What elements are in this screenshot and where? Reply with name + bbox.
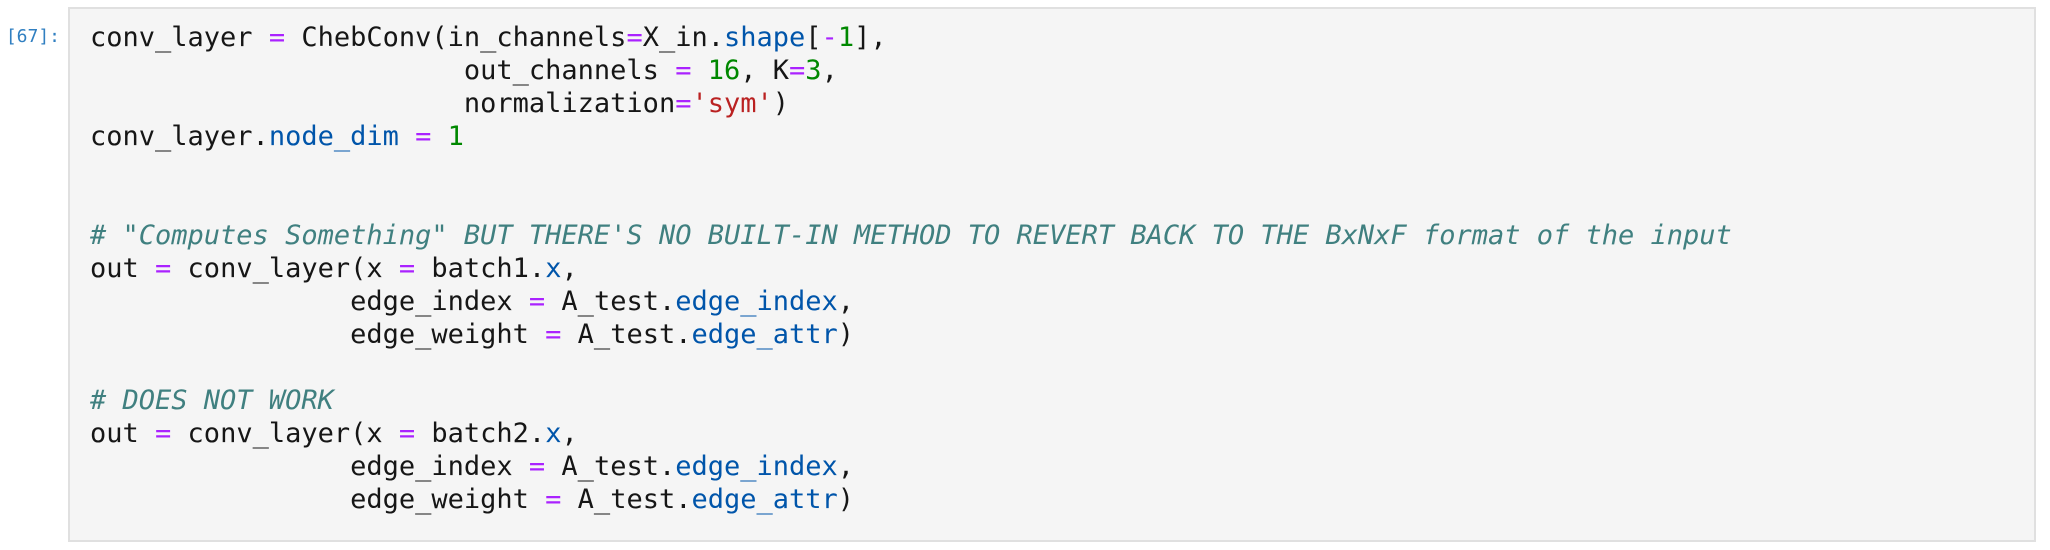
code-line: conv_layer = ChebConv(in_channels=X_in.s… [90,21,2024,54]
code-token: 1 [837,22,855,53]
code-line: edge_weight = A_test.edge_attr) [90,483,2024,516]
input-prompt[interactable]: [67]: [5,26,60,47]
code-token: shape [724,22,806,53]
code-token: A_test. [561,484,692,515]
code-token: 3 [805,55,822,86]
code-line [90,351,2024,384]
code-token: batch1. [415,253,546,284]
code-token: = [155,253,172,284]
code-token: x [545,418,562,449]
code-token: conv_layer(x [171,253,399,284]
code-token: , [837,451,855,482]
code-token: A_test. [545,286,676,317]
code-token: [ [805,22,822,53]
code-token: , [561,253,578,284]
code-token: = [528,451,546,482]
code-line: out = conv_layer(x = batch1.x, [90,252,2024,285]
code-editor[interactable]: conv_layer = ChebConv(in_channels=X_in.s… [68,7,2036,542]
code-token: = [675,55,692,86]
code-token: ChebConv(in_channels [285,22,627,53]
code-token: , K [740,55,790,86]
code-token: # DOES NOT WORK [90,385,334,416]
code-token: conv_layer [90,22,269,53]
code-token [691,55,707,86]
code-token: # "Computes Something" BUT THERE'S NO BU… [90,220,1732,251]
code-line [90,153,2024,186]
code-token: out [90,253,156,284]
code-token: , [821,55,838,86]
code-content: conv_layer = ChebConv(in_channels=X_in.s… [70,9,2034,516]
code-token: ) [837,319,855,350]
code-token: = [415,121,432,152]
code-token: - [821,22,838,53]
code-token: edge_weight [90,484,546,515]
code-token: edge_weight [90,319,546,350]
code-token: node_dim [268,121,399,152]
code-token: edge_attr [691,484,838,515]
code-token [399,121,415,152]
code-token: edge_index [675,286,838,317]
code-token: conv_layer(x [171,418,399,449]
code-token: = [398,253,416,284]
code-line: edge_index = A_test.edge_index, [90,285,2024,318]
code-line: normalization='sym') [90,87,2024,120]
code-token: conv_layer. [90,121,269,152]
code-token: edge_index [90,286,529,317]
code-token: A_test. [545,451,676,482]
code-line [90,186,2024,219]
code-token: ], [854,22,887,53]
code-line: # "Computes Something" BUT THERE'S NO BU… [90,219,2024,252]
code-token: = [626,22,643,53]
code-token: x [545,253,562,284]
code-token: edge_attr [691,319,838,350]
code-token: ) [772,88,790,119]
code-token: , [837,286,855,317]
code-line: # DOES NOT WORK [90,384,2024,417]
code-token: = [675,88,692,119]
code-token: , [561,418,578,449]
code-token: = [789,55,806,86]
code-token: = [398,418,416,449]
code-line: out = conv_layer(x = batch2.x, [90,417,2024,450]
code-token: 'sym' [691,88,773,119]
code-token: X_in. [642,22,724,53]
code-line: conv_layer.node_dim = 1 [90,120,2024,153]
code-token: out_channels [90,55,676,86]
code-token: = [155,418,172,449]
code-token: = [268,22,286,53]
code-token: = [545,484,562,515]
code-token: = [545,319,562,350]
code-token: 16 [707,55,741,86]
code-token [431,121,447,152]
code-token: A_test. [561,319,692,350]
code-token: batch2. [415,418,546,449]
code-token: out [90,418,156,449]
code-token: normalization [90,88,676,119]
code-token: edge_index [675,451,838,482]
code-line: out_channels = 16, K=3, [90,54,2024,87]
code-token: ) [837,484,855,515]
code-token: 1 [447,121,464,152]
code-token: = [528,286,546,317]
code-line: edge_index = A_test.edge_index, [90,450,2024,483]
code-line: edge_weight = A_test.edge_attr) [90,318,2024,351]
code-token: edge_index [90,451,529,482]
